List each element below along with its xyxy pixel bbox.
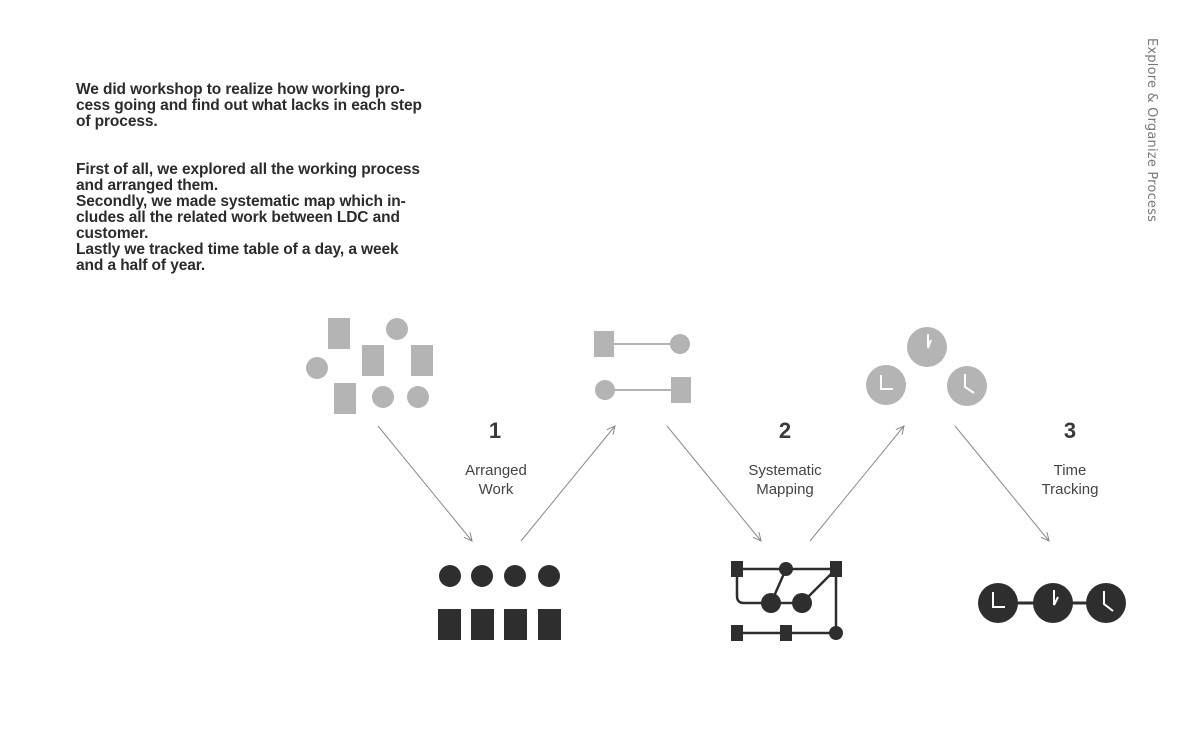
arrow-2-down: [666, 425, 761, 541]
step-1-title: Arranged Work: [465, 462, 527, 498]
scattered-clocks-icon: [866, 327, 987, 406]
step-2-title: Systematic Mapping: [748, 462, 822, 498]
section-label: Explore & Organize Process: [1144, 38, 1159, 223]
process-arrows: [377, 425, 1049, 542]
arrow-2-up: [809, 426, 904, 542]
step-3-number: 3: [1063, 418, 1077, 443]
step-3-title: Time Tracking: [1041, 462, 1099, 498]
systematic-map-icon: [731, 561, 843, 641]
scattered-shapes-icon: [306, 318, 433, 414]
step-2-number: 2: [778, 418, 792, 443]
arrow-3-down: [954, 425, 1049, 541]
intro-paragraph-2: First of all, we explored all the workin…: [76, 161, 420, 274]
step-1-number: 1: [488, 418, 502, 443]
intro-paragraph-1: We did workshop to realize how working p…: [76, 81, 422, 130]
clock-row-icon: [978, 583, 1126, 623]
intro-text: We did workshop to realize how working p…: [76, 82, 446, 274]
arrow-1-up: [520, 426, 615, 542]
arrow-1-down: [377, 425, 472, 541]
arranged-shapes-icon: [438, 565, 561, 640]
linked-pairs-icon: [594, 331, 691, 403]
